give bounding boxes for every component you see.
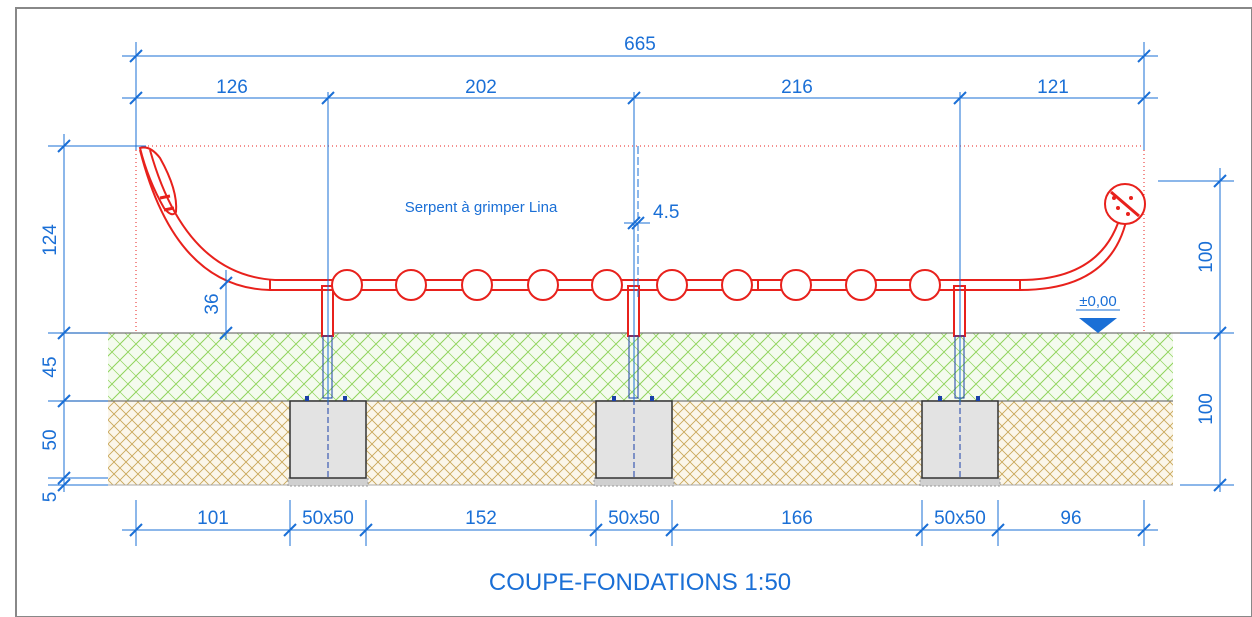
level-triangle-icon (1079, 318, 1117, 333)
dim-base: 5 (40, 492, 61, 503)
right-dimensions: 100 100 (1158, 168, 1234, 492)
drawing-title: COUPE-FONDATIONS 1:50 (489, 569, 791, 596)
dim-bottom-1: 101 (197, 508, 229, 529)
left-dimensions: 124 36 45 50 5 (40, 134, 233, 503)
dim-height-low: 36 (202, 293, 223, 314)
dim-height-total: 124 (40, 224, 61, 256)
dim-right-lower: 100 (1196, 393, 1217, 425)
post-axes (135, 42, 1145, 402)
dim-post-thickness: 4.5 (653, 202, 679, 223)
dim-footing-2: 50x50 (608, 508, 660, 529)
dim-footing-3: 50x50 (934, 508, 986, 529)
object-label: Serpent à grimper Lina (405, 199, 558, 216)
dim-subsoil: 50 (40, 429, 61, 450)
dim-topsoil: 45 (40, 356, 61, 377)
footing-3 (919, 390, 1001, 487)
envelope-outline (135, 145, 1145, 333)
dim-top-seg-1: 126 (216, 77, 248, 98)
topsoil-layer (108, 333, 1173, 401)
dim-footing-1: 50x50 (302, 508, 354, 529)
footings (287, 390, 1001, 487)
dim-top-seg-2: 202 (465, 77, 497, 98)
dim-right-upper: 100 (1196, 241, 1217, 273)
top-dimensions: 665 126 202 216 121 (122, 34, 1158, 105)
bottom-dimensions: 101 50x50 152 50x50 166 50x50 96 (122, 500, 1158, 546)
level-marker: ±0,00 (1076, 293, 1120, 333)
footing-2 (593, 390, 675, 487)
dim-total-width: 665 (624, 34, 656, 55)
dim-top-seg-4: 121 (1037, 77, 1069, 98)
dim-top-seg-3: 216 (781, 77, 813, 98)
level-label: ±0,00 (1079, 293, 1116, 310)
dim-bottom-4: 96 (1060, 508, 1081, 529)
snake-rings (331, 269, 941, 301)
climbing-snake (138, 146, 1146, 301)
post-thickness-dim: 4.5 (624, 202, 679, 230)
footing-1 (287, 390, 369, 487)
dim-bottom-3: 166 (781, 508, 813, 529)
drawing-frame (15, 7, 1252, 617)
dim-bottom-2: 152 (465, 508, 497, 529)
